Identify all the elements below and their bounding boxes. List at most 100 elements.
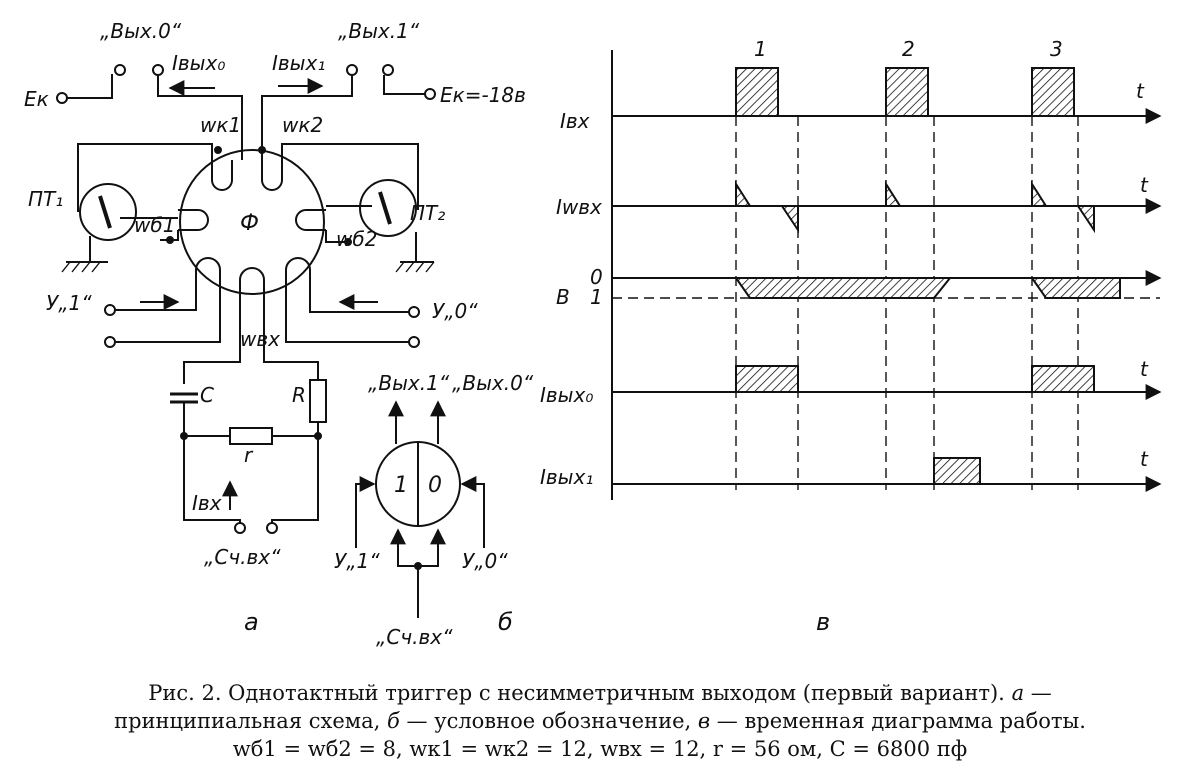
terminal-out1-a	[346, 64, 358, 76]
terminal-out0-a	[114, 64, 126, 76]
timing-diagram: 1 2 3 t Iвх t Iwвх 0	[540, 37, 1162, 636]
pulse-iout0-1	[735, 365, 799, 393]
ground-left	[66, 236, 108, 263]
out1-label: „Вых.1“	[338, 19, 420, 43]
terminal-ek-left	[56, 92, 68, 104]
pt2-label: ПТ₂	[410, 201, 445, 225]
row-ivx-label: Iвх	[560, 109, 590, 133]
t-label-1: t	[1136, 79, 1145, 103]
out0-label: „Вых.0“	[100, 19, 182, 43]
caption-line2-b: б	[387, 709, 400, 733]
sym-out1-label: „Вых.1“	[368, 371, 450, 395]
count-in-label: „Сч.вх“	[204, 545, 281, 569]
wire-base-2b	[325, 230, 348, 243]
transistor-pt1	[79, 183, 137, 241]
wire-u1-b	[115, 286, 221, 343]
wb2-label: wб2	[336, 227, 377, 251]
caption-line2-p3: — временная диаграмма работы.	[716, 709, 1086, 733]
winding-b2	[295, 209, 326, 231]
pulse-number-2: 2	[902, 37, 915, 61]
caption-line3-text: wб1 = wб2 = 8, wк1 = wк2 = 12, wвх = 12,…	[232, 737, 968, 761]
terminal-u1-b	[104, 336, 116, 348]
ek-value-label: Eк=-18в	[440, 83, 526, 107]
wire-vx-left	[183, 292, 241, 384]
row-iout0-label: Iвых₀	[540, 383, 593, 407]
transistor-pt2	[359, 179, 417, 237]
wk2-label: wк2	[282, 113, 323, 137]
wire-u0-a	[309, 286, 409, 313]
caption-line1-a: а —	[1011, 681, 1052, 705]
wire-collector-2	[281, 143, 419, 210]
row-b-label: B	[556, 285, 570, 309]
wire-ek-left	[67, 74, 113, 99]
ivx-label: Iвх	[192, 491, 222, 515]
sym-arrow-u1	[355, 476, 376, 548]
spike-iw-3b	[1076, 205, 1095, 234]
dot-k2	[258, 146, 266, 154]
row-b1-label: 1	[590, 285, 603, 309]
r-big-label: R	[292, 383, 306, 407]
sym-count-dot	[414, 562, 422, 570]
wire-u1-a	[115, 286, 197, 311]
terminal-ek-right	[424, 88, 436, 100]
terminal-in-b	[266, 522, 278, 534]
dot-b1	[166, 236, 174, 244]
schematic-diagram: „Вых.0“ „Вых.1“ Iвых₀ Iвых₁ Eк Eк=-18в Ф…	[24, 19, 526, 636]
timing-guides	[735, 116, 1079, 490]
panel-b-label: б	[498, 608, 513, 636]
dot-b2	[344, 238, 352, 246]
terminal-out1-b	[382, 64, 394, 76]
wire-u0-b	[285, 286, 409, 343]
sym-count-label: „Сч.вх“	[376, 625, 453, 649]
sym-u1-label: У„1“	[334, 549, 380, 573]
wire-out0	[157, 75, 243, 160]
pulse-iout1-1	[933, 457, 981, 485]
pt1-base	[98, 195, 112, 229]
winding-u0	[285, 257, 311, 286]
u1-label: У„1“	[46, 291, 92, 315]
dot-k1	[214, 146, 222, 154]
caption-line2-v: в	[697, 709, 711, 733]
sym-right-half: 0	[428, 473, 442, 498]
winding-k1	[211, 160, 233, 191]
figure-canvas: „Вых.0“ „Вых.1“ Iвых₀ Iвых₁ Eк Eк=-18в Ф…	[24, 19, 1162, 649]
terminal-u1-a	[104, 304, 116, 316]
wvx-label: wвх	[240, 327, 280, 351]
resistor-R	[309, 379, 327, 423]
spike-iw-3a	[1031, 180, 1048, 207]
wire-R-down	[271, 422, 319, 524]
pulse-iout0-2	[1031, 365, 1095, 393]
caption-line-2: принципиальная схема, б — условное обозн…	[20, 708, 1180, 735]
caption-line2-p1: принципиальная схема,	[114, 709, 381, 733]
dot-r-left	[180, 432, 188, 440]
i-out1-label: Iвых₁	[272, 51, 325, 75]
row-b0-label: 0	[590, 265, 603, 289]
sym-out0-label: „Вых.0“	[452, 371, 534, 395]
spike-iw-2	[885, 180, 902, 207]
b-state-2	[1030, 277, 1121, 299]
caption-line2-p2: — условное обозначение,	[406, 709, 692, 733]
terminal-out0-b	[152, 64, 164, 76]
row-iout1-label: Iвых₁	[540, 465, 593, 489]
terminal-in-a	[234, 522, 246, 534]
pulse-ivx-1	[735, 67, 779, 117]
winding-k2	[261, 160, 283, 191]
ferrite-core	[179, 149, 325, 295]
resistor-r	[229, 427, 273, 445]
r-small-label: r	[244, 443, 254, 467]
sym-arrow-u0	[460, 476, 485, 548]
t-label-5: t	[1140, 447, 1149, 471]
symbol-diagram: „Вых.1“ „Вых.0“ 1 0 У„1“ У„0“ „Сч.вх“ б	[334, 371, 534, 649]
terminal-u0-a	[408, 306, 420, 318]
spike-iw-1b	[780, 205, 799, 234]
capacitor-c	[170, 392, 198, 404]
ground-right	[400, 232, 434, 263]
caption-line-3: wб1 = wб2 = 8, wк1 = wк2 = 12, wвх = 12,…	[20, 736, 1180, 763]
pulse-ivx-2	[885, 67, 929, 117]
caption-line-1: Рис. 2. Однотактный триггер с несимметри…	[20, 680, 1180, 707]
i-out0-label: Iвых₀	[172, 51, 225, 75]
winding-b1	[178, 209, 209, 231]
panel-a-label: а	[244, 608, 259, 636]
wire-ek-right	[383, 75, 425, 95]
sym-left-half: 1	[394, 473, 408, 498]
